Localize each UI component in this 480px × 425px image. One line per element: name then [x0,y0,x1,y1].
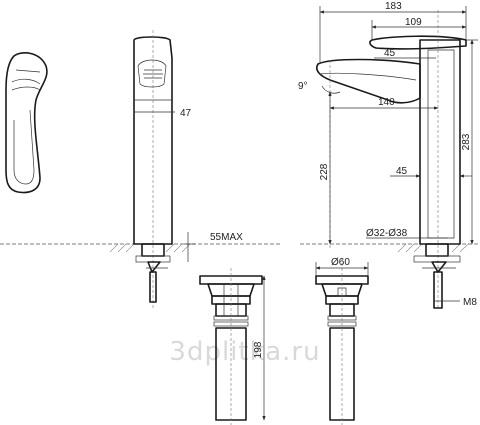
dim-body-width: 45 [396,166,408,177]
dim-arc-lever-angle [321,85,341,94]
dim-outlet-offset: 140 [378,97,395,108]
dim-lever-length: 45 [384,48,396,59]
faucet-front-view [133,30,173,310]
counter-hatch-left [109,243,191,253]
dim-waste-diameter: Ø60 [331,257,350,268]
faucet-top-view [5,52,48,194]
dim-counter-thickness: 55MAX [210,232,243,243]
dim-outlet-height: 228 [319,163,330,180]
dim-hole-diameter: Ø32-Ø38 [366,228,408,239]
dim-spout-reach: 109 [405,17,422,28]
dim-lever-angle: 9° [298,81,308,92]
counter-hatch-right [397,243,469,253]
waste-drain-left [199,268,263,425]
waste-drain-right [315,258,369,425]
watermark: 3dplitka.ru [169,337,320,367]
dim-front-width: 47 [180,108,192,119]
dim-overall-reach: 183 [385,1,402,12]
dim-waste-length: 198 [253,341,264,358]
dim-overall-height: 283 [461,133,472,150]
dim-thread: M8 [463,297,477,308]
